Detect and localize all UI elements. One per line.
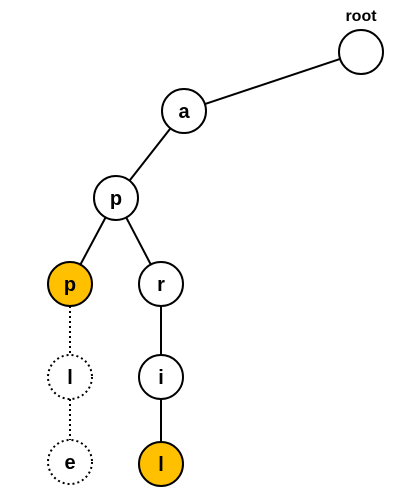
root-label: root — [345, 8, 377, 25]
node-a: a — [161, 88, 207, 134]
edge-p1-p2 — [79, 216, 107, 266]
node-circle-p2 — [47, 261, 93, 307]
edge-a-p1 — [128, 127, 172, 182]
node-e: e — [47, 439, 93, 485]
node-i: i — [138, 354, 184, 400]
node-p1: p — [93, 175, 139, 221]
node-label-i: i — [158, 367, 164, 389]
node-label-p2: p — [64, 274, 76, 296]
node-circle-r — [138, 261, 184, 307]
node-circle-p1 — [93, 175, 139, 221]
node-circle-i — [138, 354, 184, 400]
nodes-layer: a p p r l i e l — [47, 29, 384, 487]
node-label-a: a — [178, 101, 190, 123]
node-label-r: r — [157, 274, 165, 296]
node-circle-e — [47, 439, 93, 485]
node-l1: l — [47, 354, 93, 400]
edges-layer — [69, 58, 341, 442]
node-circle-l2 — [138, 441, 184, 487]
edge-p1-r — [125, 217, 152, 265]
node-r: r — [138, 261, 184, 307]
node-l2: l — [138, 441, 184, 487]
node-p2: p — [47, 261, 93, 307]
node-label-e: e — [64, 452, 75, 474]
node-circle-root — [338, 29, 384, 75]
node-circle-a — [161, 88, 207, 134]
node-root — [338, 29, 384, 75]
node-label-p1: p — [110, 188, 122, 210]
node-circle-l1 — [47, 354, 93, 400]
node-label-l2: l — [158, 454, 164, 476]
node-label-l1: l — [67, 367, 73, 389]
edge-root-a — [204, 58, 341, 105]
